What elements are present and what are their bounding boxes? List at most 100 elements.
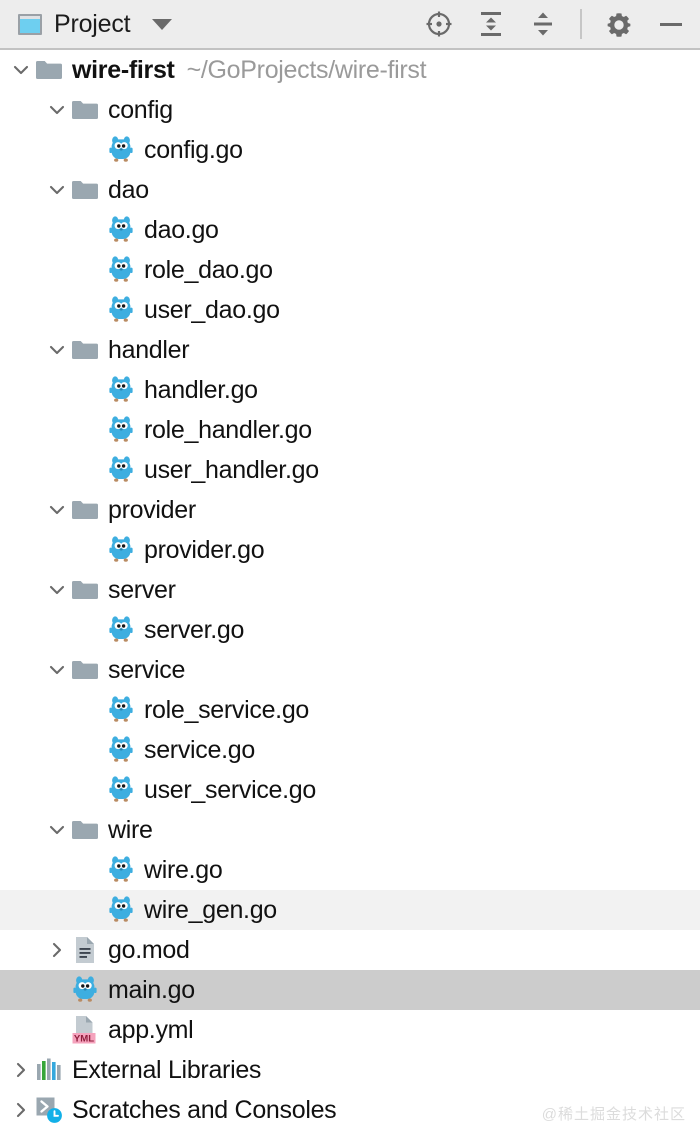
indent-spacer [0, 590, 44, 591]
twisty-placeholder [80, 450, 106, 490]
go-file-icon [106, 213, 136, 247]
project-tree[interactable]: wire-first ~/GoProjects/wire-first config c… [0, 50, 700, 1130]
project-window-icon [18, 13, 42, 35]
tree-row[interactable]: config [0, 90, 700, 130]
twisty-placeholder [44, 970, 70, 1010]
chevron-down-icon[interactable] [152, 18, 173, 30]
folder-icon [70, 493, 100, 527]
tree-row-path: ~/GoProjects/wire-first [186, 55, 427, 84]
locate-icon[interactable] [424, 9, 454, 39]
tree-row-label: user_handler.go [144, 455, 319, 484]
indent-spacer [0, 70, 8, 71]
tree-row-label: config [108, 95, 173, 124]
tree-row[interactable]: dao [0, 170, 700, 210]
minimize-icon[interactable] [656, 9, 686, 39]
chevron-down-icon[interactable] [44, 330, 70, 370]
go-file-icon [106, 773, 136, 807]
tree-row[interactable]: user_dao.go [0, 290, 700, 330]
scratches-icon [34, 1093, 64, 1127]
tree-row[interactable]: Scratches and Consoles [0, 1090, 700, 1130]
go-file-icon [106, 893, 136, 927]
indent-spacer [0, 830, 44, 831]
tree-row[interactable]: wire-first ~/GoProjects/wire-first [0, 50, 700, 90]
chevron-right-icon[interactable] [8, 1090, 34, 1130]
tree-row[interactable]: role_dao.go [0, 250, 700, 290]
tree-row[interactable]: handler.go [0, 370, 700, 410]
tree-row[interactable]: provider.go [0, 530, 700, 570]
tree-row[interactable]: wire_gen.go [0, 890, 700, 930]
text-file-icon [70, 933, 100, 967]
twisty-placeholder [80, 770, 106, 810]
tree-row[interactable]: user_service.go [0, 770, 700, 810]
tree-row[interactable]: server.go [0, 610, 700, 650]
indent-spacer [0, 950, 44, 951]
toolbar-actions [424, 9, 686, 39]
tree-row[interactable]: wire [0, 810, 700, 850]
tree-row-label: wire-first [72, 55, 175, 84]
tree-row[interactable]: service.go [0, 730, 700, 770]
indent-spacer [0, 510, 44, 511]
tree-row-label: wire.go [144, 855, 223, 884]
indent-spacer [0, 150, 80, 151]
chevron-down-icon[interactable] [44, 570, 70, 610]
tree-row-label: External Libraries [72, 1055, 262, 1084]
collapse-all-icon[interactable] [528, 9, 558, 39]
go-file-icon [106, 533, 136, 567]
tree-row[interactable]: main.go [0, 970, 700, 1010]
folder-icon [70, 333, 100, 367]
indent-spacer [0, 390, 80, 391]
folder-icon [70, 813, 100, 847]
tree-row[interactable]: config.go [0, 130, 700, 170]
tree-row[interactable]: user_handler.go [0, 450, 700, 490]
toolbar-separator [580, 9, 582, 39]
tree-row[interactable]: service [0, 650, 700, 690]
chevron-down-icon[interactable] [44, 170, 70, 210]
tree-row[interactable]: role_service.go [0, 690, 700, 730]
tree-row-label: app.yml [108, 1015, 194, 1044]
chevron-down-icon[interactable] [44, 90, 70, 130]
tree-row-label: handler.go [144, 375, 258, 404]
indent-spacer [0, 670, 44, 671]
tree-row[interactable]: dao.go [0, 210, 700, 250]
tree-row-label: service [108, 655, 186, 684]
tree-row[interactable]: wire.go [0, 850, 700, 890]
gear-icon[interactable] [604, 9, 634, 39]
tree-row[interactable]: provider [0, 490, 700, 530]
expand-all-icon[interactable] [476, 9, 506, 39]
tree-row[interactable]: handler [0, 330, 700, 370]
tree-row-label: provider [108, 495, 196, 524]
tree-row[interactable]: server [0, 570, 700, 610]
chevron-down-icon[interactable] [8, 50, 34, 90]
twisty-placeholder [44, 1010, 70, 1050]
twisty-placeholder [80, 290, 106, 330]
chevron-right-icon[interactable] [44, 930, 70, 970]
indent-spacer [0, 710, 80, 711]
tree-row[interactable]: YML app.yml [0, 1010, 700, 1050]
tree-row-label: wire_gen.go [144, 895, 277, 924]
go-file-icon [70, 973, 100, 1007]
project-toolbar: Project [0, 0, 700, 50]
yml-file-icon: YML [70, 1013, 100, 1047]
twisty-placeholder [80, 210, 106, 250]
chevron-down-icon[interactable] [44, 650, 70, 690]
go-file-icon [106, 853, 136, 887]
chevron-down-icon[interactable] [44, 490, 70, 530]
indent-spacer [0, 310, 80, 311]
tree-row[interactable]: role_handler.go [0, 410, 700, 450]
tree-row[interactable]: go.mod [0, 930, 700, 970]
chevron-right-icon[interactable] [8, 1050, 34, 1090]
indent-spacer [0, 990, 44, 991]
tree-row-label: dao [108, 175, 149, 204]
tree-row-label: service.go [144, 735, 255, 764]
tree-row-label: go.mod [108, 935, 190, 964]
indent-spacer [0, 430, 80, 431]
tree-row-label: dao.go [144, 215, 219, 244]
watermark: @稀土掘金技术社区 [541, 1106, 686, 1123]
twisty-placeholder [80, 690, 106, 730]
indent-spacer [0, 550, 80, 551]
chevron-down-icon[interactable] [44, 810, 70, 850]
tree-row-label: user_dao.go [144, 295, 280, 324]
tree-row-label: role_dao.go [144, 255, 273, 284]
go-file-icon [106, 373, 136, 407]
tree-row[interactable]: External Libraries [0, 1050, 700, 1090]
